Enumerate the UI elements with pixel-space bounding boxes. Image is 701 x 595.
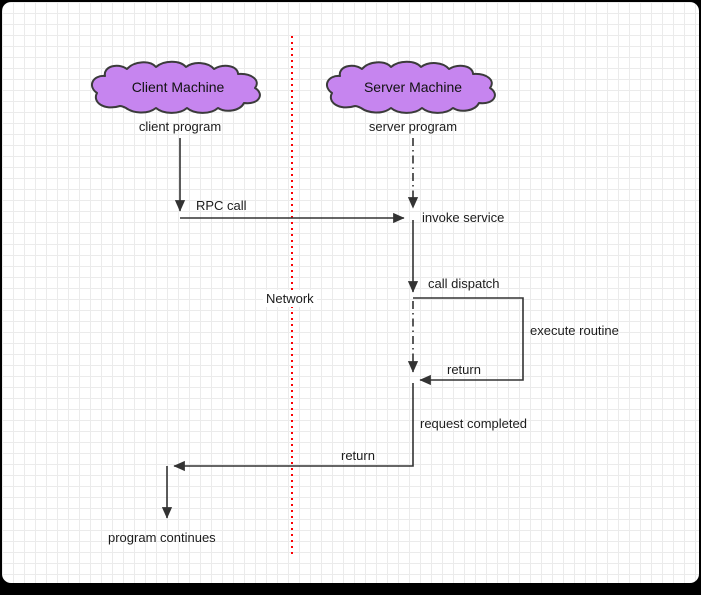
network-label: Network: [263, 290, 317, 307]
edge-label-return-from-routine: return: [447, 362, 481, 377]
client-machine-label: Client Machine: [131, 79, 225, 95]
program-continues-label: program continues: [108, 530, 216, 545]
edge-label-execute-routine: execute routine: [530, 323, 619, 338]
edge-label-invoke-service: invoke service: [422, 210, 505, 225]
edge-label-call-dispatch: call dispatch: [428, 276, 500, 291]
edge-label-request-completed: request completed: [420, 416, 527, 431]
edge-label-rpc-call: RPC call: [196, 198, 247, 213]
client-program-label: client program: [138, 119, 222, 134]
server-machine-label: Server Machine: [363, 79, 463, 95]
edge-label-return-to-client: return: [341, 448, 375, 463]
server-program-label: server program: [368, 119, 458, 134]
